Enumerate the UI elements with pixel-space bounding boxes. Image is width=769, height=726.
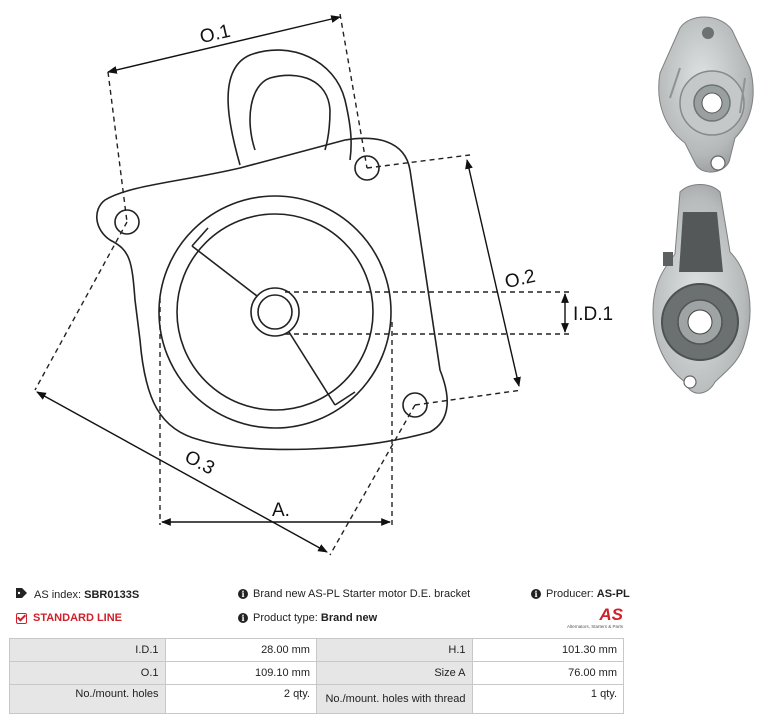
product-type-value: Brand new — [320, 612, 378, 624]
main-bore — [158, 195, 392, 429]
as-index-label: AS index: — [34, 588, 82, 601]
tag-icon — [16, 588, 28, 601]
producer-label: Producer: — [546, 588, 594, 600]
logo-text: AS — [599, 605, 623, 624]
table-row: O.1 109.10 mm Size A 76.00 mm — [9, 661, 625, 685]
spec-value: 109.10 mm — [164, 661, 317, 685]
product-type-label: Product type: — [253, 612, 318, 624]
table-row: No./mount. holes 2 qty. No./mount. holes… — [9, 684, 625, 714]
label-a: A. — [272, 500, 290, 521]
spec-label: H.1 — [315, 638, 473, 662]
technical-drawing: O.1 O.2 O.3 A. I.D.1 — [34, 13, 613, 556]
as-index-row: AS index: SBR0133S — [16, 588, 139, 601]
as-pl-logo: AS Alternators, Starters & Parts — [561, 605, 623, 631]
description-row: i Brand new AS-PL Starter motor D.E. bra… — [238, 588, 470, 600]
info-icon: i — [531, 589, 541, 599]
producer-row: i Producer: AS-PL — [531, 588, 630, 600]
standard-line-label: STANDARD LINE — [33, 612, 123, 624]
producer-value: AS-PL — [596, 588, 630, 600]
product-photo-bottom — [652, 184, 751, 394]
info-icon: i — [238, 613, 248, 623]
spec-label: No./mount. holes — [9, 684, 166, 714]
spec-value: 1 qty. — [471, 684, 625, 714]
spec-label: No./mount. holes with thread — [315, 684, 473, 714]
spec-value: 76.00 mm — [471, 661, 625, 685]
bracket-outline — [96, 137, 448, 451]
spec-value: 101.30 mm — [471, 638, 625, 662]
description-text: Brand new AS-PL Starter motor D.E. brack… — [253, 588, 471, 600]
spec-label: I.D.1 — [9, 638, 166, 662]
standard-line-row: STANDARD LINE — [16, 612, 122, 624]
bracket-handle — [227, 49, 352, 166]
check-square-icon — [16, 612, 27, 624]
spec-table: I.D.1 28.00 mm H.1 101.30 mm O.1 109.10 … — [9, 638, 625, 714]
spec-label: O.1 — [9, 661, 166, 685]
label-o2: O.2 — [503, 266, 538, 293]
spec-value: 28.00 mm — [164, 638, 317, 662]
product-type-row: i Product type: Brand new — [238, 612, 377, 624]
as-index-value: SBR0133S — [84, 588, 140, 601]
info-icon: i — [238, 589, 248, 599]
label-id1: I.D.1 — [573, 304, 613, 325]
product-photo-top — [658, 16, 754, 173]
table-row: I.D.1 28.00 mm H.1 101.30 mm — [9, 638, 625, 662]
logo-subtitle: Alternators, Starters & Parts — [566, 624, 623, 629]
spec-value: 2 qty. — [164, 684, 317, 714]
spec-label: Size A — [315, 661, 473, 685]
